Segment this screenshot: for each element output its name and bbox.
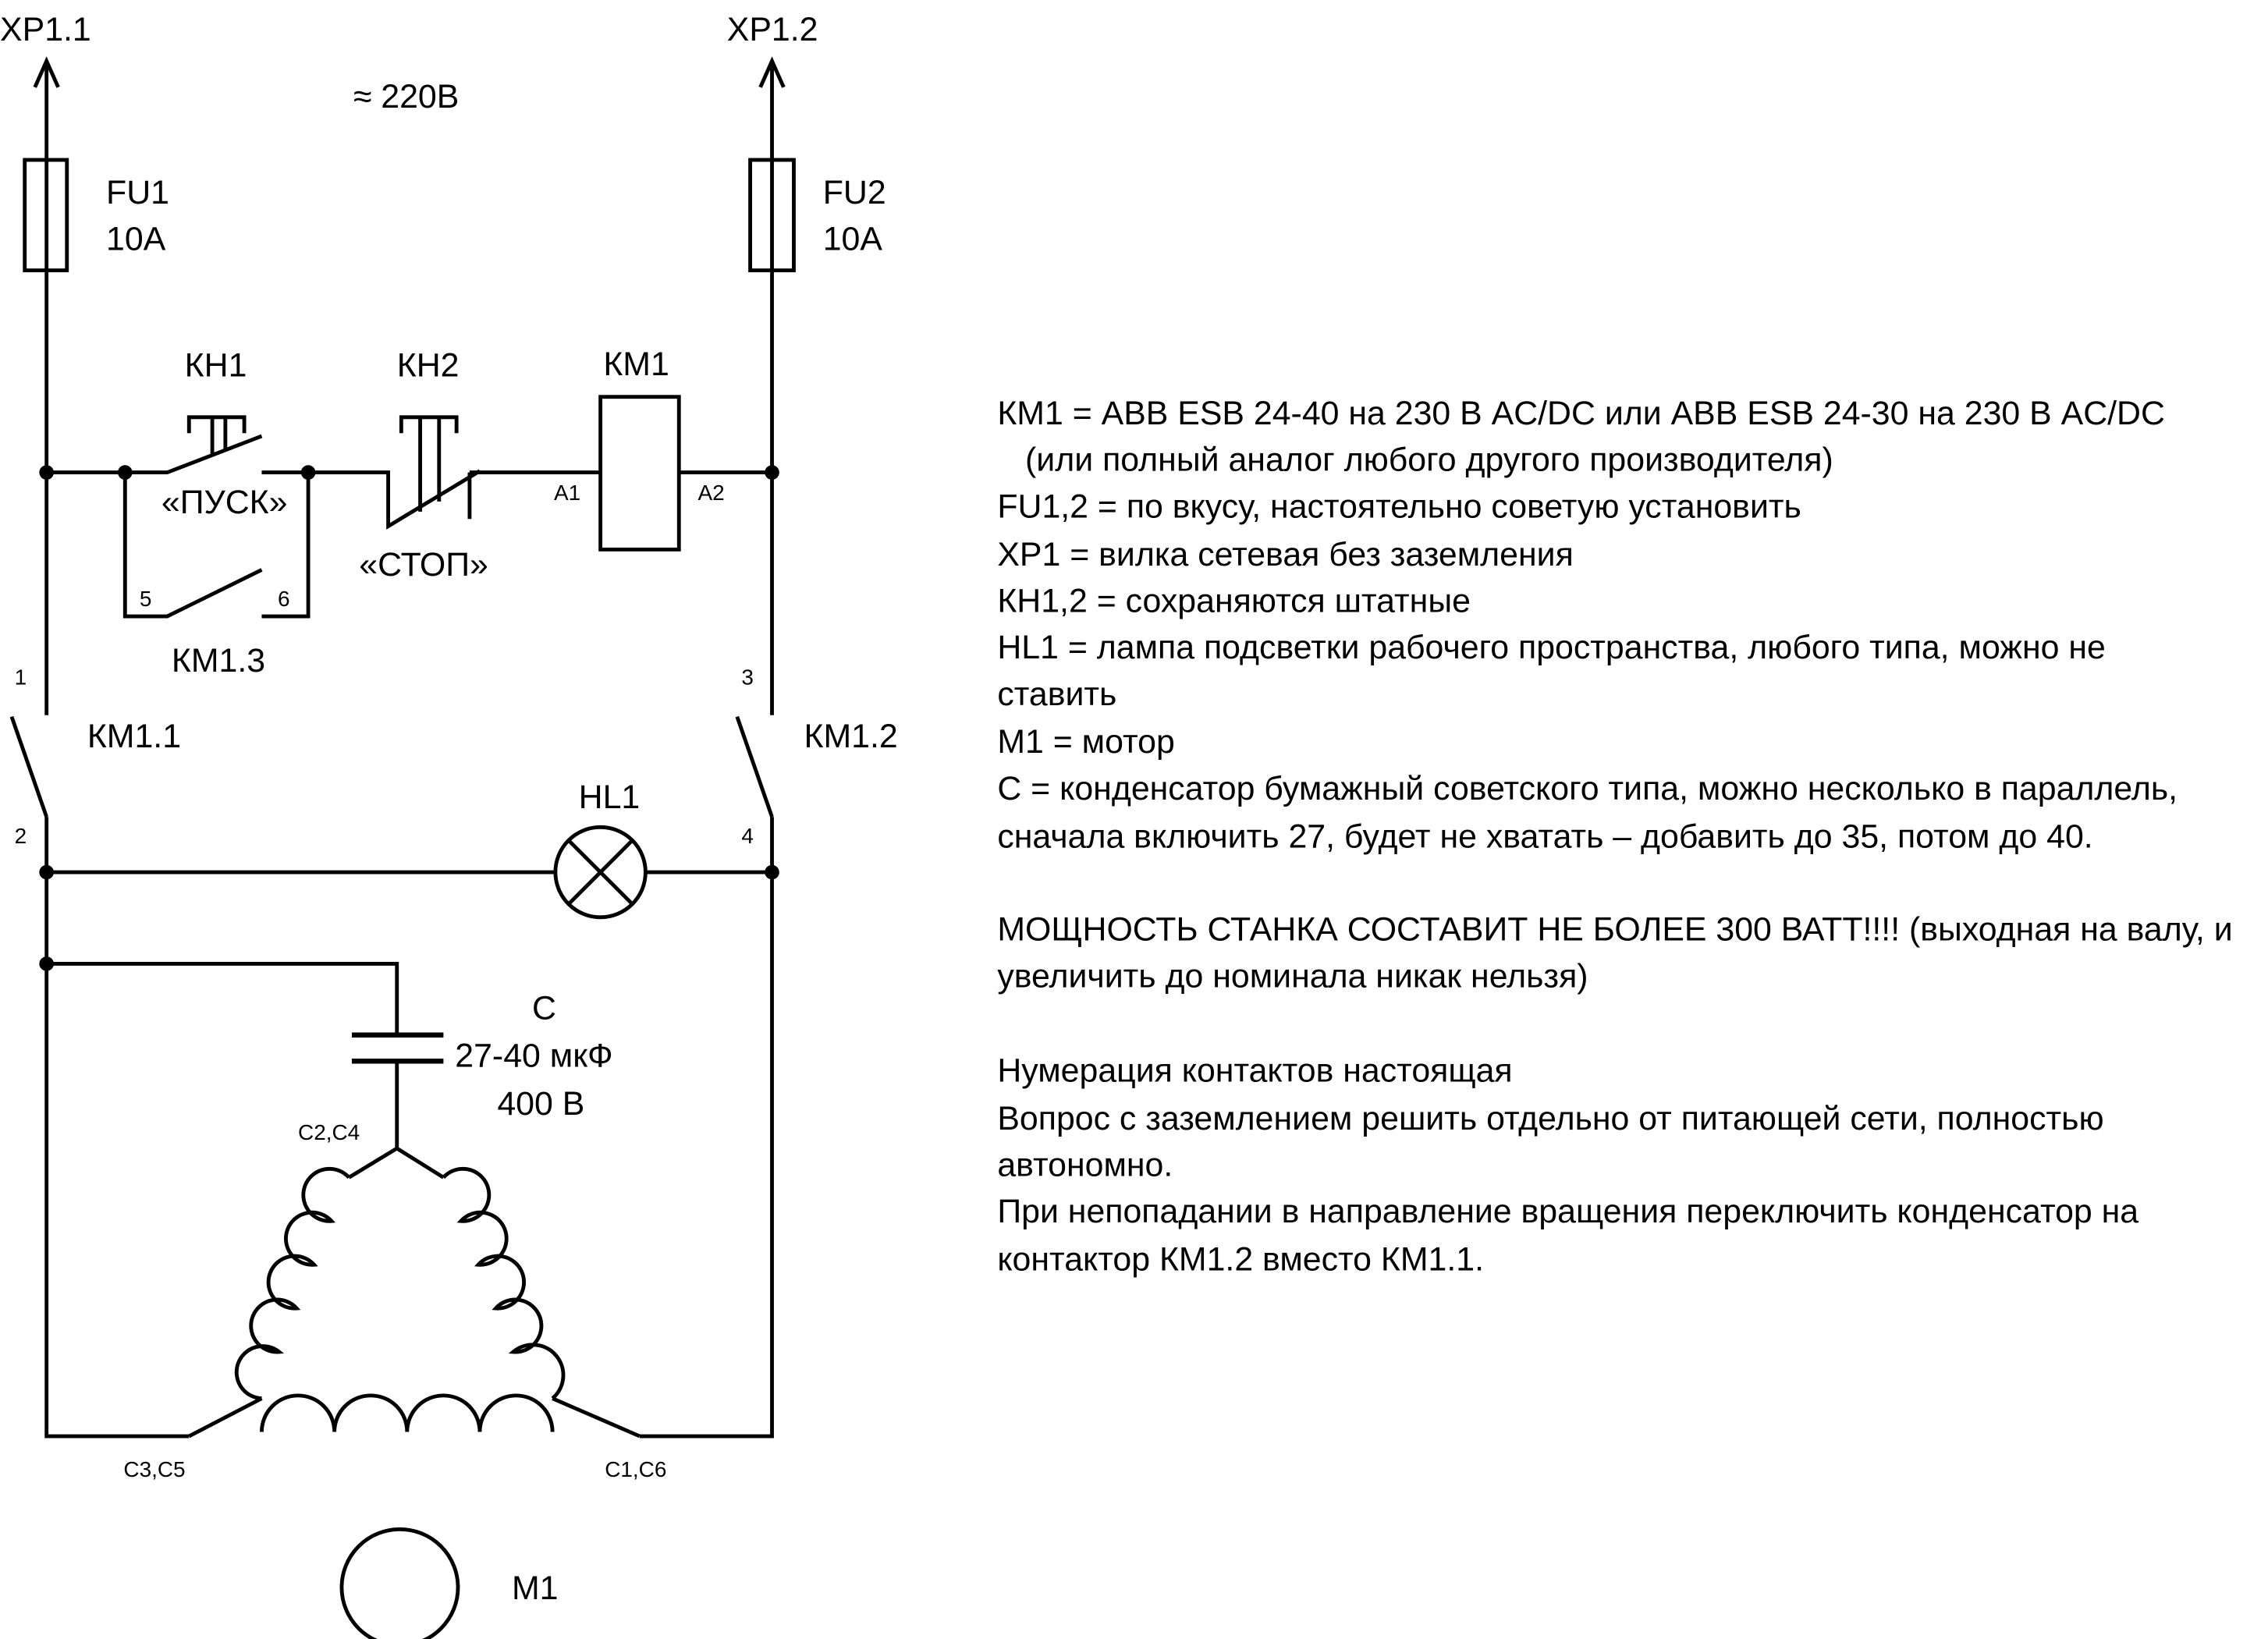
label-c-voltage: 400 В [497, 1085, 584, 1123]
junction-dots [39, 465, 779, 971]
notes: КМ1 = ABB ESB 24-40 на 230 В AC/DC или A… [997, 395, 2232, 1279]
label-km1: КМ1 [603, 346, 669, 383]
label-kh2: КН2 [397, 347, 460, 385]
note-line: ХР1 = вилка сетевая без заземления [997, 536, 1573, 573]
note-line: контактор КМ1.2 вместо КМ1.1. [997, 1241, 1484, 1279]
label-c-value: 27-40 мкФ [455, 1038, 612, 1075]
winding-left [234, 1166, 351, 1401]
label-fu1-rating: 10А [106, 221, 166, 258]
label-t5: 5 [140, 587, 152, 611]
motor-m1 [339, 1527, 460, 1639]
note-line: М1 = мотор [997, 723, 1174, 761]
note-line: КН1,2 = сохраняются штатные [997, 582, 1471, 619]
label-t6: 6 [278, 587, 290, 611]
label-a1: А1 [554, 481, 580, 505]
label-hl1: HL1 [579, 779, 641, 816]
note-line: FU1,2 = по вкусу, настоятельно советую у… [997, 488, 1801, 525]
label-t2: 2 [15, 824, 27, 848]
winding-right [442, 1166, 566, 1400]
note-line: МОЩНОСТЬ СТАНКА СОСТАВИТ НЕ БОЛЕЕ 300 ВА… [997, 911, 2232, 949]
label-t3: 3 [741, 665, 754, 690]
label-m1: М1 [512, 1570, 559, 1607]
label-fu1: FU1 [106, 174, 169, 211]
label-pusk: «ПУСК» [161, 484, 288, 521]
label-c1c6: С1,С6 [605, 1457, 666, 1481]
lamp-hl1 [553, 825, 648, 920]
label-c2c4: С2,С4 [298, 1120, 360, 1144]
fuse-fu2 [748, 158, 796, 273]
note-line: Нумерация контактов настоящая [997, 1052, 1512, 1089]
note-line: сначала включить 27, будет не хватать – … [997, 818, 2092, 855]
note-line: ставить [997, 676, 1116, 713]
label-km13: КМ1.3 [172, 642, 265, 679]
label-c: С [532, 989, 556, 1027]
note-line: С = конденсатор бумажный советского типа… [997, 770, 2177, 807]
label-t1: 1 [15, 665, 27, 690]
label-xp11: XP1.1 [0, 11, 91, 48]
label-km12: КМ1.2 [804, 718, 898, 755]
fuse-fu1 [23, 158, 69, 273]
note-line: КМ1 = ABB ESB 24-40 на 230 В AC/DC или A… [997, 395, 2165, 432]
label-xp12: XP1.2 [727, 11, 818, 48]
label-a2: А2 [697, 481, 724, 505]
wires [9, 56, 786, 1439]
label-c3c5: С3,С5 [123, 1457, 185, 1481]
km1-coil [598, 395, 681, 552]
note-line: увеличить до номинала никак нельзя) [997, 957, 1588, 995]
note-line: HL1 = лампа подсветки рабочего пространс… [997, 629, 2106, 666]
note-line: автономно. [997, 1147, 1173, 1184]
component-labels: XP1.1 XP1.2 ≈ 220В FU1 10А FU2 10А КН1 К… [0, 11, 898, 1607]
label-kh1: КН1 [185, 347, 247, 385]
note-line: При непопадании в направление вращения п… [997, 1193, 2138, 1230]
label-km11: КМ1.1 [87, 718, 181, 755]
note-line: Вопрос с заземлением решить отдельно от … [997, 1100, 2103, 1137]
label-stop: «СТОП» [359, 546, 488, 584]
label-fu2: FU2 [823, 174, 886, 211]
label-t4: 4 [741, 824, 754, 848]
label-voltage: ≈ 220В [353, 78, 459, 115]
winding-bottom [260, 1393, 555, 1432]
label-fu2-rating: 10А [823, 221, 883, 258]
note-line: (или полный аналог любого другого произв… [997, 442, 1833, 479]
